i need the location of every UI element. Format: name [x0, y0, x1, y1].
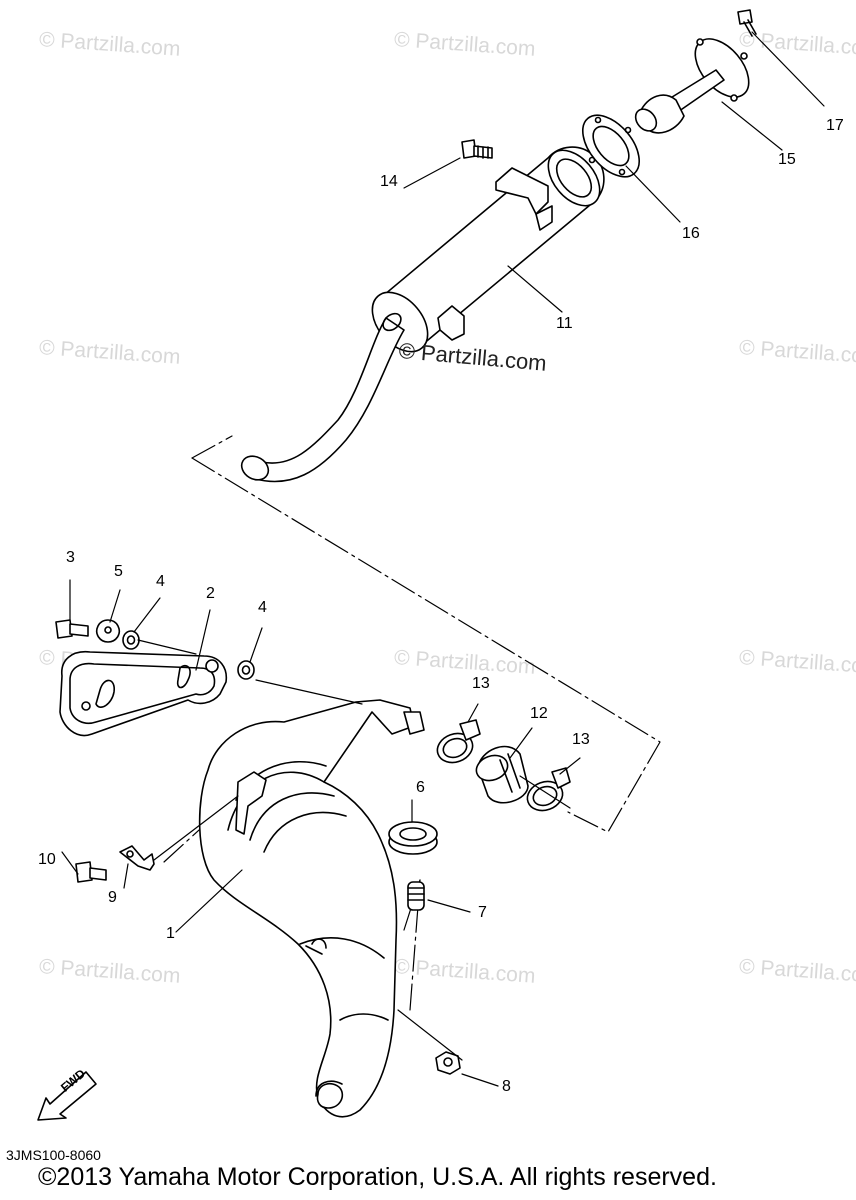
washer-5 [95, 619, 121, 643]
callout-12: 12 [530, 705, 548, 722]
bolt-14 [461, 139, 493, 159]
collar-7 [407, 881, 425, 911]
muffler-pipe [240, 312, 405, 483]
bolt-10 [75, 861, 107, 883]
nut-8 [435, 1051, 461, 1075]
callout-7: 7 [478, 904, 487, 921]
leader-lines [61, 31, 825, 1087]
spacer-4b [237, 660, 255, 680]
callout-13: 13 [472, 675, 490, 692]
bracket-2 [59, 651, 228, 737]
clamp-13b [526, 767, 571, 812]
callout-4: 4 [258, 599, 267, 616]
diagram-code: 3JMS100-8060 [6, 1147, 101, 1163]
callout-17: 17 [826, 117, 844, 134]
callout-9: 9 [108, 889, 117, 906]
callout-11: 11 [556, 315, 573, 332]
callout-8: 8 [502, 1078, 511, 1095]
bolt-17 [737, 9, 757, 37]
callout-4: 4 [156, 573, 165, 590]
bolt-3 [55, 619, 89, 639]
callout-15: 15 [778, 151, 796, 168]
stay-9 [119, 845, 155, 871]
tail-pipe [634, 38, 750, 134]
copyright: ©2013 Yamaha Motor Corporation, U.S.A. A… [38, 1163, 717, 1191]
callout-3: 3 [66, 549, 75, 566]
clamp-13a [436, 719, 481, 764]
callout-6: 6 [416, 779, 425, 796]
callout-10: 10 [38, 851, 56, 868]
callout-5: 5 [114, 563, 123, 580]
callout-2: 2 [206, 585, 215, 602]
callout-1: 1 [166, 925, 175, 942]
joint-12 [475, 745, 529, 804]
exhaust-chamber [198, 699, 425, 1118]
damper-6 [388, 821, 438, 855]
callout-13: 13 [572, 731, 590, 748]
callout-16: 16 [682, 225, 700, 242]
spacer-4a [122, 630, 140, 650]
fwd-arrow-icon: FWD [34, 1058, 104, 1126]
callout-14: 14 [380, 173, 398, 190]
